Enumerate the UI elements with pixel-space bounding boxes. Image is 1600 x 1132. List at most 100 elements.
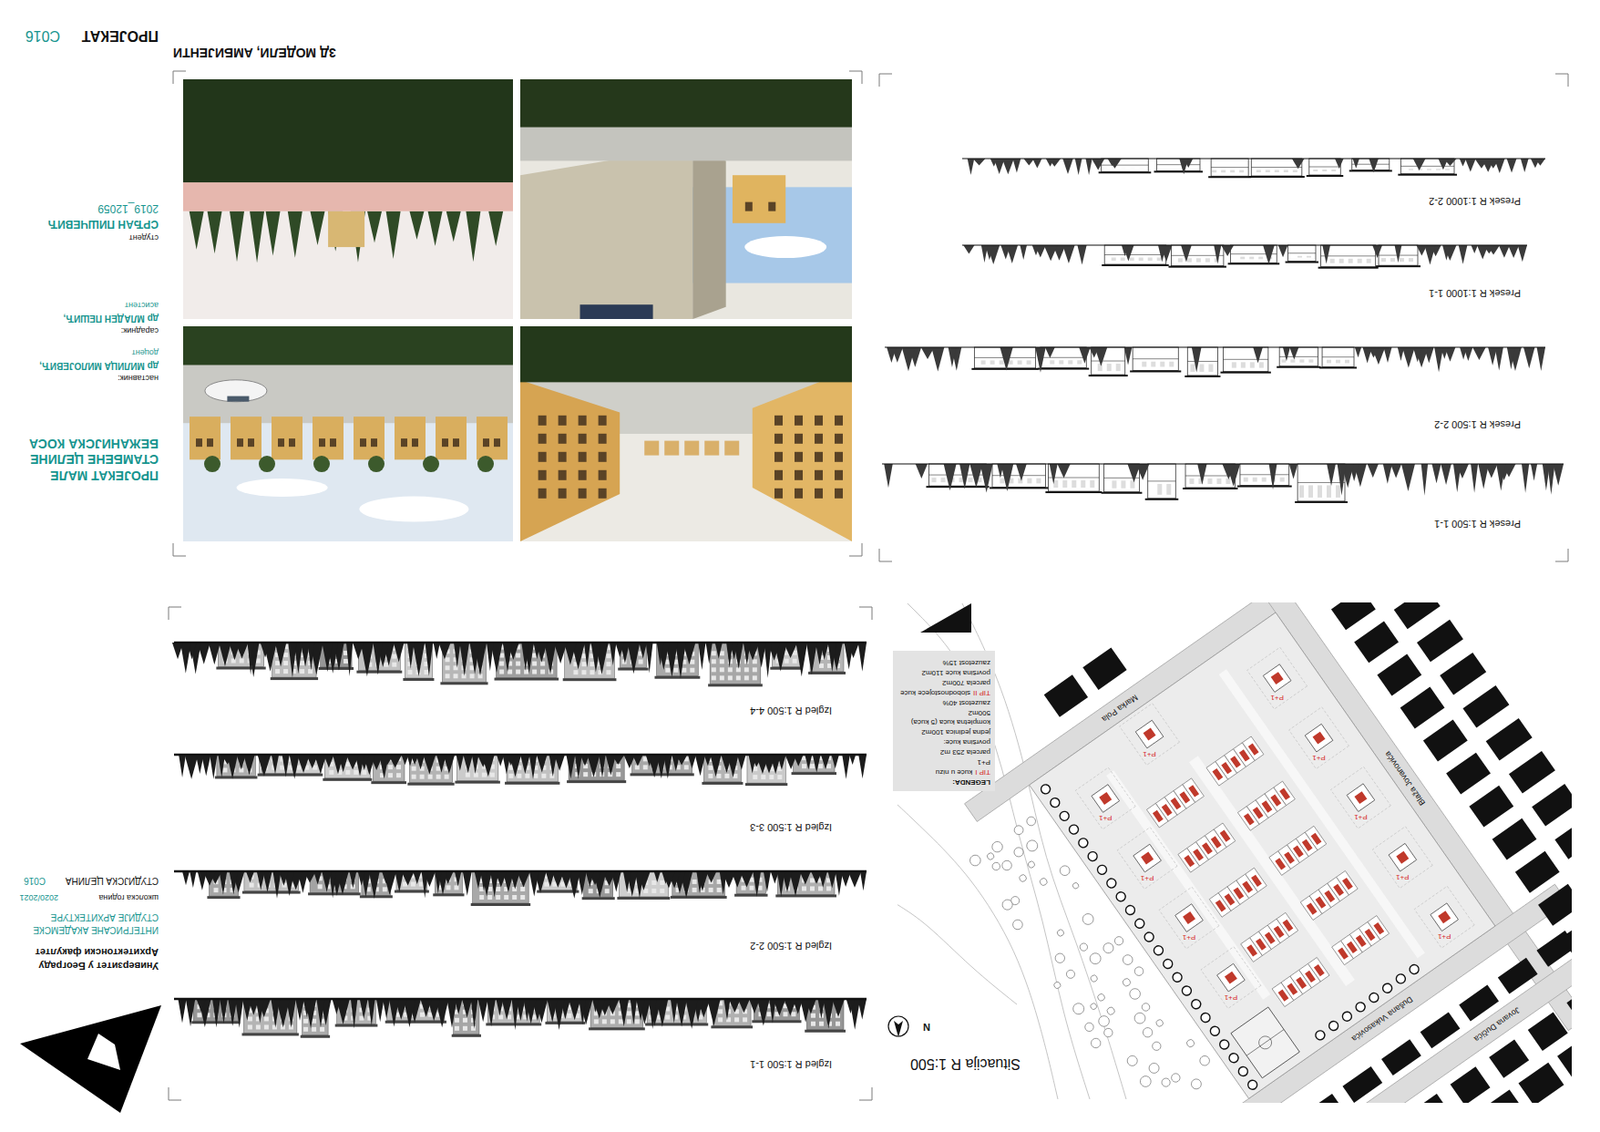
- illustration-part: [1150, 361, 1156, 368]
- illustration-part: [1230, 1006, 1300, 1078]
- illustration-part: [388, 764, 393, 770]
- illustration-part: [1015, 463, 1027, 482]
- illustration-part: [1017, 478, 1023, 484]
- illustration-part: [1400, 687, 1446, 729]
- illustration-part: [1132, 964, 1145, 977]
- illustration-part: [915, 463, 928, 479]
- illustration-part: [219, 871, 228, 895]
- illustration-part: [980, 463, 994, 493]
- illustration-part: [345, 769, 350, 775]
- illustration-part: [1299, 484, 1304, 497]
- illustration-part: [421, 871, 429, 898]
- illustration-part: [1459, 158, 1467, 166]
- illustration-part: [810, 1013, 816, 1018]
- illustration-part: [307, 668, 313, 674]
- illustration-part: [488, 211, 503, 247]
- illustration-part: [1362, 347, 1372, 364]
- illustration-part: [217, 754, 226, 778]
- illustration-part: [482, 772, 487, 778]
- illustration-part: [1450, 1066, 1491, 1103]
- illustration-part: [932, 477, 937, 483]
- illustration-part: [578, 415, 587, 426]
- illustration-part: [1486, 717, 1533, 761]
- illustration-part: [1322, 245, 1331, 264]
- illustration-part: [1400, 158, 1455, 175]
- illustration-part: [685, 998, 698, 1029]
- illustration-part: [719, 871, 728, 895]
- illustration-part: [1086, 158, 1093, 175]
- illustration-part: [1375, 265, 1421, 267]
- illustration-part: [1196, 257, 1201, 262]
- illustration-part: [672, 871, 726, 896]
- illustration-part: [283, 660, 288, 666]
- illustration-part: [670, 998, 678, 1024]
- illustration-part: [651, 888, 657, 893]
- illustration-part: [389, 998, 400, 1026]
- illustration-part: [1208, 175, 1252, 178]
- illustration-part: [316, 998, 325, 1027]
- illustration-part: [1140, 1025, 1154, 1039]
- illustration-part: [605, 653, 611, 658]
- illustration-part: [921, 347, 935, 359]
- illustration-part: [229, 871, 238, 894]
- illustration-part: [583, 763, 588, 769]
- illustration-part: [515, 661, 521, 667]
- illustration-part: [184, 754, 199, 780]
- illustration-part: [814, 470, 823, 481]
- illustration-part: [635, 1018, 640, 1024]
- illustration-part: [512, 894, 517, 900]
- legend-line: površina kuće 110m2: [897, 667, 991, 677]
- illustration-part: [591, 642, 602, 673]
- illustration-part: [247, 438, 255, 447]
- illustration-part: [1012, 823, 1026, 837]
- illustration-part: [499, 669, 504, 675]
- illustration-part: [1339, 258, 1344, 264]
- illustration-part: [1086, 850, 1099, 863]
- illustration-part: [174, 753, 867, 757]
- illustration-part: [734, 1016, 739, 1022]
- illustration-part: [541, 773, 546, 779]
- illustration-part: [249, 882, 255, 888]
- illustration-part: [1342, 1066, 1383, 1103]
- legend-text: TIP I: [974, 768, 991, 777]
- illustration-part: [581, 661, 586, 667]
- illustration-part: [723, 998, 730, 1021]
- legend-line: površina kuće:: [897, 737, 991, 747]
- illustration-part: [470, 673, 475, 678]
- illustration-part: [453, 998, 480, 1035]
- illustration-part: [185, 754, 194, 769]
- illustration-part: [1026, 359, 1032, 364]
- illustration-part: [1075, 158, 1083, 175]
- illustration-part: [1349, 169, 1393, 172]
- illustration-part: [270, 998, 280, 1027]
- illustration-part: [1049, 359, 1055, 364]
- section-drawing: [962, 158, 1546, 178]
- illustration-part: [275, 668, 280, 674]
- illustration-part: [228, 642, 240, 660]
- illustration-part: [841, 754, 851, 780]
- illustration-part: [673, 667, 678, 673]
- illustration-part: [1111, 257, 1117, 262]
- illustration-part: [1067, 822, 1081, 836]
- illustration-part: [996, 463, 1004, 479]
- illustration-part: [1002, 158, 1015, 175]
- illustration-part: [1190, 166, 1196, 168]
- illustration-part: [638, 659, 644, 665]
- illustration-part: [822, 998, 834, 1029]
- illustration-part: [222, 767, 227, 772]
- illustration-part: [1442, 245, 1451, 261]
- illustration-part: [498, 1014, 503, 1019]
- legend-text: LEGENDA:: [952, 778, 991, 787]
- illustration-part: [717, 879, 722, 884]
- illustration-part: [549, 754, 557, 777]
- illustration-part: [1276, 366, 1321, 369]
- illustration-part: [1071, 480, 1077, 488]
- illustration-part: [206, 438, 214, 447]
- illustration-part: [441, 438, 449, 447]
- mentor-name: др МИЛИЦА МИЛОЈЕВИЋ,: [39, 360, 159, 372]
- illustration-part: [747, 754, 786, 783]
- illustration-part: [1357, 258, 1363, 264]
- illustration-part: [358, 496, 469, 523]
- illustration-part: [312, 416, 344, 460]
- illustration-part: [1026, 478, 1032, 484]
